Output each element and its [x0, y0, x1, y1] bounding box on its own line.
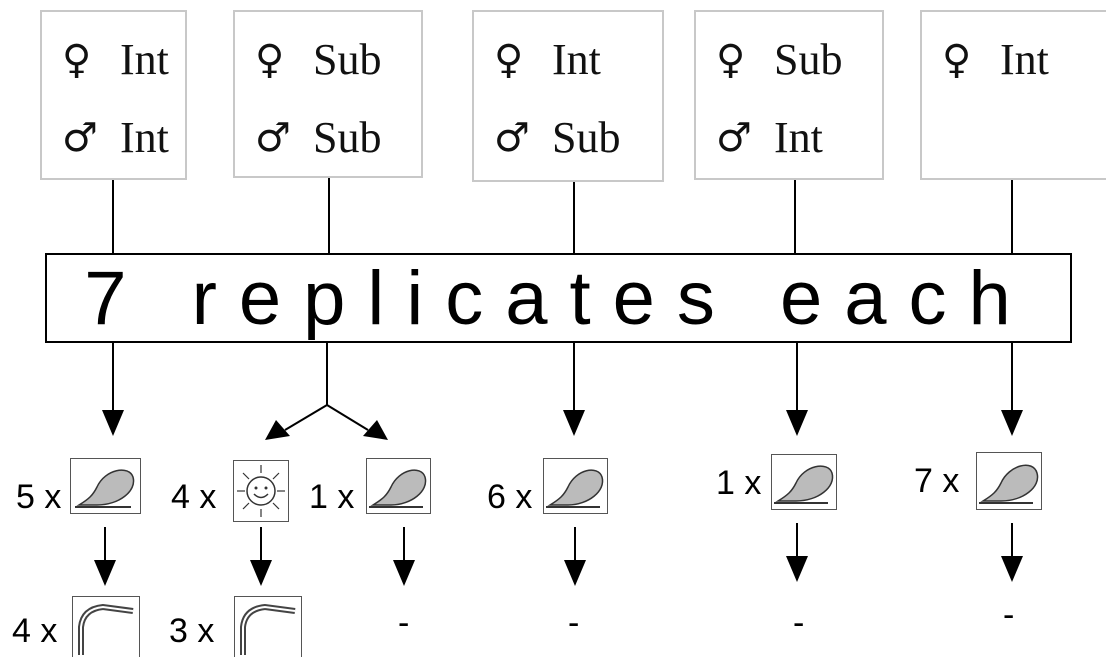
outcome-count: 4 x — [171, 478, 217, 516]
result-dash: - — [568, 604, 580, 642]
outcome-count: 6 x — [487, 478, 533, 516]
curved-stem-icon — [72, 596, 140, 657]
sun-icon — [233, 460, 289, 522]
female-symbol: ♀ — [62, 36, 92, 83]
cross-box-3: ♀ Int ♂ Sub — [472, 10, 664, 182]
outcome-count: 7 x — [914, 462, 960, 500]
leaf-icon — [70, 458, 141, 514]
result-dash: - — [793, 604, 805, 642]
cross-box-1: ♀ Int ♂ Int — [40, 10, 187, 180]
male-genotype: Sub — [313, 113, 382, 162]
male-symbol: ♂ — [494, 114, 530, 161]
leaf-icon — [366, 458, 431, 514]
banner-text: 7 replicates each — [84, 255, 1033, 341]
leaf-icon — [976, 452, 1042, 510]
leaf-icon — [543, 458, 608, 514]
female-genotype: Sub — [313, 35, 382, 84]
female-symbol: ♀ — [942, 36, 972, 83]
male-symbol: ♂ — [255, 114, 291, 161]
female-symbol: ♀ — [255, 36, 285, 83]
male-genotype: Int — [774, 113, 823, 162]
replicates-banner: 7 replicates each — [45, 253, 1072, 343]
female-symbol: ♀ — [716, 36, 746, 83]
male-symbol: ♂ — [62, 114, 98, 161]
curved-stem-icon — [234, 596, 302, 657]
cross-box-2: ♀ Sub ♂ Sub — [233, 10, 423, 178]
female-genotype: Int — [120, 35, 169, 84]
outcome-count: 1 x — [716, 464, 762, 502]
female-genotype: Int — [1000, 35, 1049, 84]
result-dash: - — [398, 604, 410, 642]
male-genotype: Sub — [552, 113, 621, 162]
cross-box-5: ♀ Int — [920, 10, 1106, 180]
result-dash: - — [1003, 596, 1015, 634]
outcome-count: 5 x — [16, 478, 62, 516]
female-symbol: ♀ — [494, 36, 524, 83]
female-genotype: Sub — [774, 35, 843, 84]
result-count: 3 x — [169, 612, 215, 650]
cross-box-4: ♀ Sub ♂ Int — [694, 10, 884, 180]
leaf-icon — [771, 454, 837, 510]
result-count: 4 x — [12, 612, 58, 650]
male-genotype: Int — [120, 113, 169, 162]
outcome-count: 1 x — [309, 478, 355, 516]
male-symbol: ♂ — [716, 114, 752, 161]
female-genotype: Int — [552, 35, 601, 84]
